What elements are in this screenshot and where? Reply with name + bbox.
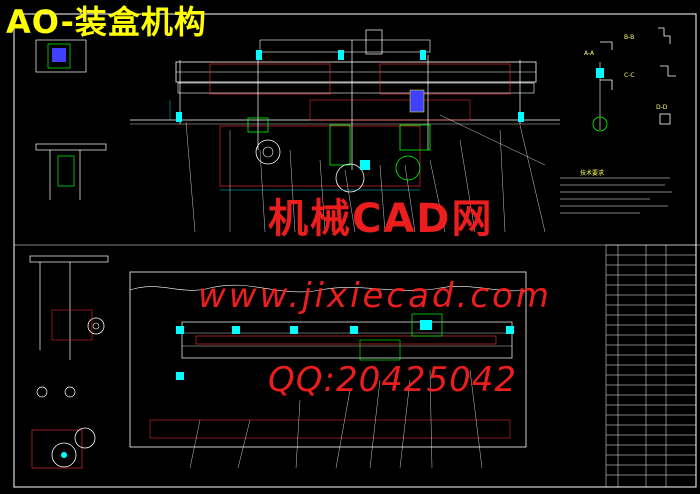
drawing-title: AO-装盒机构 [6, 3, 207, 41]
section-label-a: A-A [584, 50, 595, 57]
watermark-qq: QQ:20425042 [268, 360, 518, 400]
watermark-site-name: 机械CAD网 [268, 196, 494, 242]
technical-notes-heading: 技术要求 [580, 170, 605, 177]
section-label-d: D-D [656, 104, 668, 111]
technical-notes-block [560, 177, 672, 214]
drawing-frame [13, 13, 697, 488]
parts-list-table [605, 244, 697, 488]
section-label-b: B-B [624, 34, 635, 41]
plan-view [129, 271, 527, 448]
left-side-views [29, 39, 109, 469]
section-label-c: C-C [624, 72, 635, 79]
lower-leader-lines [189, 369, 483, 469]
section-details [592, 27, 676, 132]
elevation-view [130, 29, 560, 193]
upper-leader-lines [185, 114, 546, 233]
watermark-url: www.jixiecad.com [198, 276, 552, 316]
